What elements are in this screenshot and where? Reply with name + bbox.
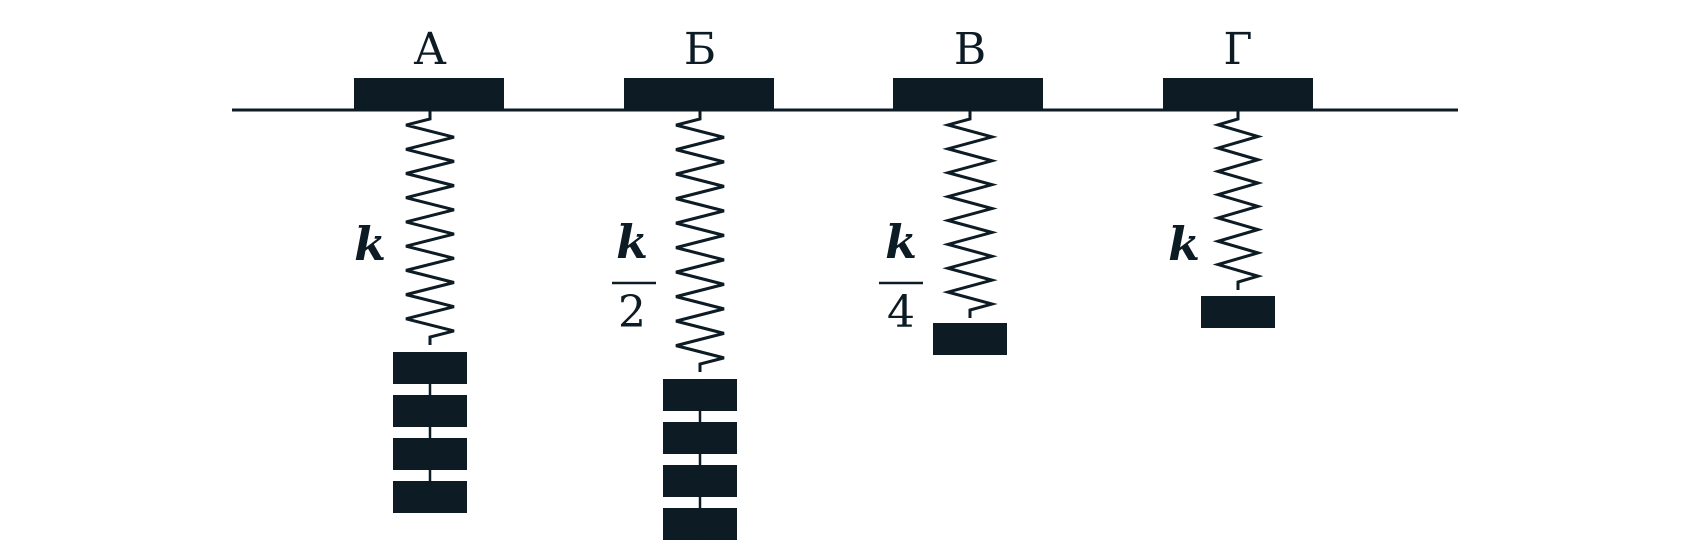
- coefficient-b: k: [616, 215, 648, 269]
- system-a: А k: [354, 24, 504, 513]
- coefficient-a: k: [354, 217, 386, 271]
- weights-c: [933, 323, 1007, 355]
- weight-block: [933, 323, 1007, 355]
- spring-c: [942, 111, 998, 318]
- coefficient-d: k: [1168, 217, 1200, 271]
- support-plate-a: [354, 78, 504, 111]
- support-plate-c: [893, 78, 1043, 111]
- system-c: В k 4: [879, 24, 1043, 355]
- spring-d: [1212, 111, 1264, 290]
- weights-a: [393, 352, 467, 513]
- denominator-c: 4: [887, 287, 915, 338]
- weight-block: [1201, 296, 1275, 328]
- weights-d: [1201, 296, 1275, 328]
- support-plate-d: [1163, 78, 1313, 111]
- system-label-a: А: [413, 24, 446, 75]
- weights-b: [663, 379, 737, 540]
- spring-b: [675, 111, 725, 372]
- system-b: Б k 2: [612, 24, 774, 540]
- spring-a: [405, 111, 455, 345]
- coefficient-c: k: [885, 215, 917, 269]
- support-plate-b: [624, 78, 774, 111]
- system-d: Г k: [1163, 24, 1313, 328]
- system-label-c: В: [954, 24, 986, 75]
- system-label-d: Г: [1223, 24, 1252, 75]
- system-label-b: Б: [684, 24, 716, 75]
- denominator-b: 2: [618, 287, 646, 338]
